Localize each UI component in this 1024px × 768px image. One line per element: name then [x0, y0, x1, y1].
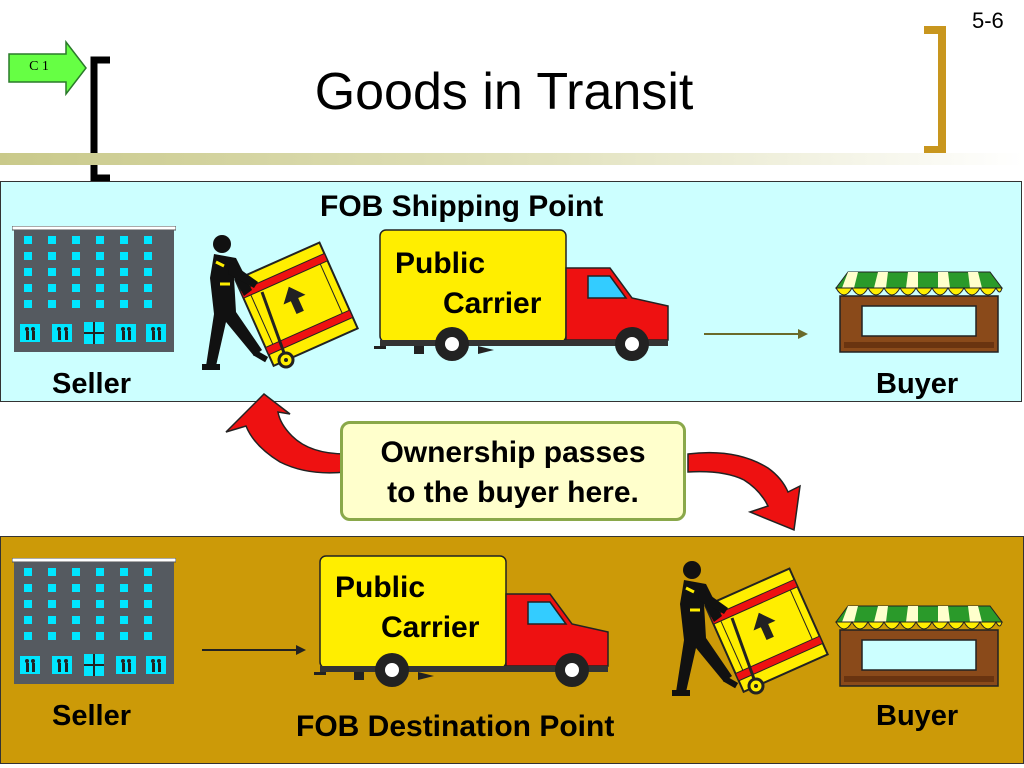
callout-line-2: to the buyer here.: [387, 476, 639, 509]
seller-label: Seller: [52, 700, 131, 732]
slide-number: 5-6: [972, 8, 1004, 33]
curved-arrow-icon: [687, 451, 801, 532]
bracket-left: [90, 56, 110, 182]
worker-dolly-icon: [672, 561, 830, 696]
truck-label-line2: Carrier: [443, 287, 542, 320]
worker-dolly-icon: [202, 235, 360, 370]
truck-label-line1: Public: [395, 247, 486, 280]
page-title: Goods in Transit: [314, 63, 694, 121]
truck-label-line1: Public: [335, 571, 426, 604]
bracket-right: [924, 26, 946, 154]
building-icon: [12, 226, 176, 352]
fob-shipping-heading: FOB Shipping Point: [320, 190, 604, 223]
fob-destination-heading: FOB Destination Point: [296, 710, 615, 743]
right-arrow-icon: [704, 329, 808, 339]
truck-icon: [314, 555, 609, 687]
buyer-label: Buyer: [876, 368, 959, 400]
truck-label-line2: Carrier: [381, 611, 480, 644]
title-underline: [0, 153, 1024, 165]
store-icon: [835, 271, 1003, 353]
right-arrow-icon: [202, 645, 306, 655]
c1-tag-label: C 1: [29, 59, 49, 74]
store-icon: [835, 605, 1003, 687]
seller-label: Seller: [52, 368, 131, 400]
buyer-label: Buyer: [876, 700, 959, 732]
curved-arrow-icon: [225, 393, 347, 474]
callout-line-1: Ownership passes: [380, 436, 646, 469]
c1-arrow-icon: [8, 40, 87, 96]
ownership-callout: Ownership passes to the buyer here.: [340, 421, 686, 521]
truck-icon: [374, 229, 669, 361]
building-icon: [12, 558, 176, 684]
